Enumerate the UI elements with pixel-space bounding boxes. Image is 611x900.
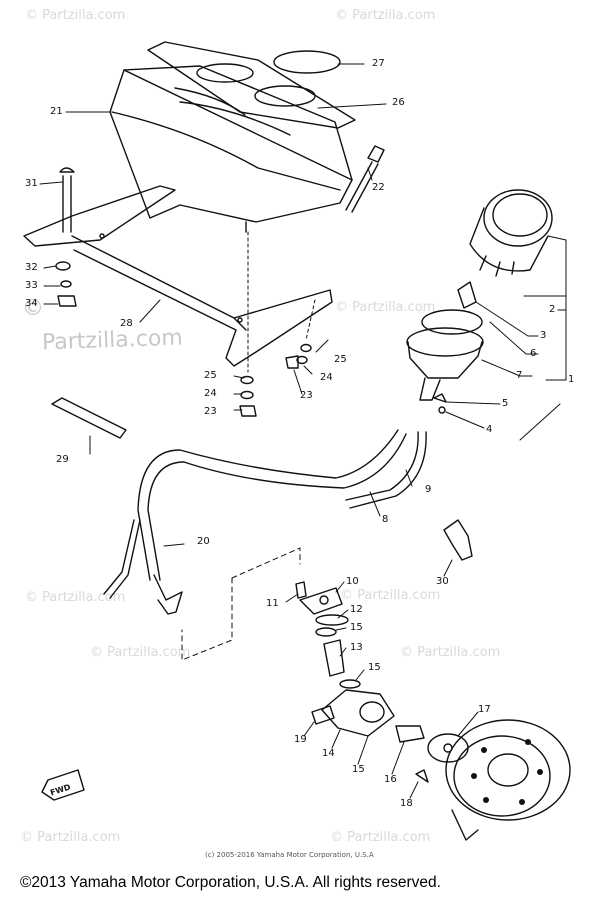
part-label-16: 16: [384, 774, 397, 785]
part-15-washer-mid: [339, 679, 361, 689]
part-4-screw: [438, 406, 446, 414]
part-label-17: 17: [478, 704, 491, 715]
part-8-speedometer-cable: [137, 429, 407, 581]
part-9-cable-branch: [345, 431, 427, 509]
watermark-tile: © Partzilla.com: [400, 645, 501, 660]
part-18-pin: [415, 769, 429, 783]
part-label-28: 28: [120, 318, 133, 329]
part-label-21: 21: [50, 106, 63, 117]
part-label-26: 26: [392, 97, 405, 108]
assembly-frame: [181, 547, 301, 661]
part-22-bolt: [345, 145, 385, 213]
watermark-tile: © Partzilla.com: [90, 645, 191, 660]
part-label-15-a: 15: [350, 622, 363, 633]
part-label-7: 7: [516, 370, 523, 381]
part-2-speedometer: [469, 189, 553, 277]
part-label-3: 3: [540, 330, 547, 341]
watermark-tile: © Partzilla.com: [25, 8, 126, 23]
part-15-washer-top: [315, 627, 337, 637]
part-label-22: 22: [372, 182, 385, 193]
part-12-washer: [315, 614, 349, 626]
mount-hardware-left: [239, 375, 257, 417]
part-label-9: 9: [425, 484, 432, 495]
leader-lines: [39, 63, 567, 799]
part-label-5: 5: [502, 398, 509, 409]
part-20-cable-end: [103, 519, 183, 615]
part-16-drive: [395, 725, 425, 743]
part-label-23-right: 23: [300, 390, 313, 401]
watermark-tile: © Partzilla.com: [20, 830, 121, 845]
part-label-11: 11: [266, 598, 279, 609]
part-label-6: 6: [530, 348, 537, 359]
mount-hardware-right: [285, 343, 312, 369]
part-label-15-b: 15: [368, 662, 381, 673]
part-label-15-c: 15: [352, 764, 365, 775]
part-10-gear-housing: [299, 587, 343, 615]
part-label-34: 34: [25, 298, 38, 309]
part-3-socket: [457, 281, 477, 309]
part-label-30: 30: [436, 576, 449, 587]
part-26-gasket-sheet: [147, 41, 356, 129]
part-label-4: 4: [486, 424, 493, 435]
watermark-tile: © Partzilla.com: [340, 588, 441, 603]
watermark-tile: © Partzilla.com: [335, 300, 436, 315]
part-11-screw: [295, 581, 307, 599]
part-6-gasket-ring: [421, 309, 483, 335]
part-label-8: 8: [382, 514, 389, 525]
part-30-clamp: [443, 519, 473, 561]
part-34-nut: [57, 295, 77, 307]
front-wheel-hub: [445, 719, 571, 841]
part-5-pin: [433, 393, 447, 403]
part-label-27: 27: [372, 58, 385, 69]
part-label-12: 12: [350, 604, 363, 615]
part-label-1: 1: [568, 374, 575, 385]
part-label-20: 20: [197, 536, 210, 547]
part-label-13: 13: [350, 642, 363, 653]
part-14-gear-unit: [321, 689, 395, 737]
part-label-24-right: 24: [320, 372, 333, 383]
part-19-bolt: [311, 705, 335, 725]
part-label-29: 29: [56, 454, 69, 465]
part-label-32: 32: [25, 262, 38, 273]
part-label-33: 33: [25, 280, 38, 291]
copyright-small: (c) 2005-2016 Yamaha Motor Corporation, …: [205, 851, 374, 859]
part-7-meter-case: [406, 327, 484, 401]
part-label-18: 18: [400, 798, 413, 809]
hub-holes: [471, 739, 543, 805]
part-33-washer: [60, 280, 72, 288]
part-27-lens: [273, 50, 341, 74]
part-label-24-left: 24: [204, 388, 217, 399]
watermark-tile: © Partzilla.com: [335, 8, 436, 23]
part-label-23-left: 23: [204, 406, 217, 417]
part-label-10: 10: [346, 576, 359, 587]
part-28-bracket: [23, 185, 333, 367]
fwd-arrow: [41, 769, 85, 801]
part-21-meter-cover: [109, 65, 353, 233]
part-13-gear-shaft: [323, 639, 345, 677]
part-label-19: 19: [294, 734, 307, 745]
part-label-2: 2: [549, 304, 556, 315]
part-31-screw: [59, 167, 75, 233]
watermark-tile: © Partzilla.com: [25, 590, 126, 605]
part-label-25-left: 25: [204, 370, 217, 381]
part-32-washer: [55, 261, 71, 271]
part-label-31: 31: [25, 178, 38, 189]
watermark-tile: © Partzilla.com: [330, 830, 431, 845]
part-29-clip: [51, 397, 127, 439]
copyright-main: ©2013 Yamaha Motor Corporation, U.S.A. A…: [20, 874, 441, 891]
part-label-25-right: 25: [334, 354, 347, 365]
part-label-14: 14: [322, 748, 335, 759]
